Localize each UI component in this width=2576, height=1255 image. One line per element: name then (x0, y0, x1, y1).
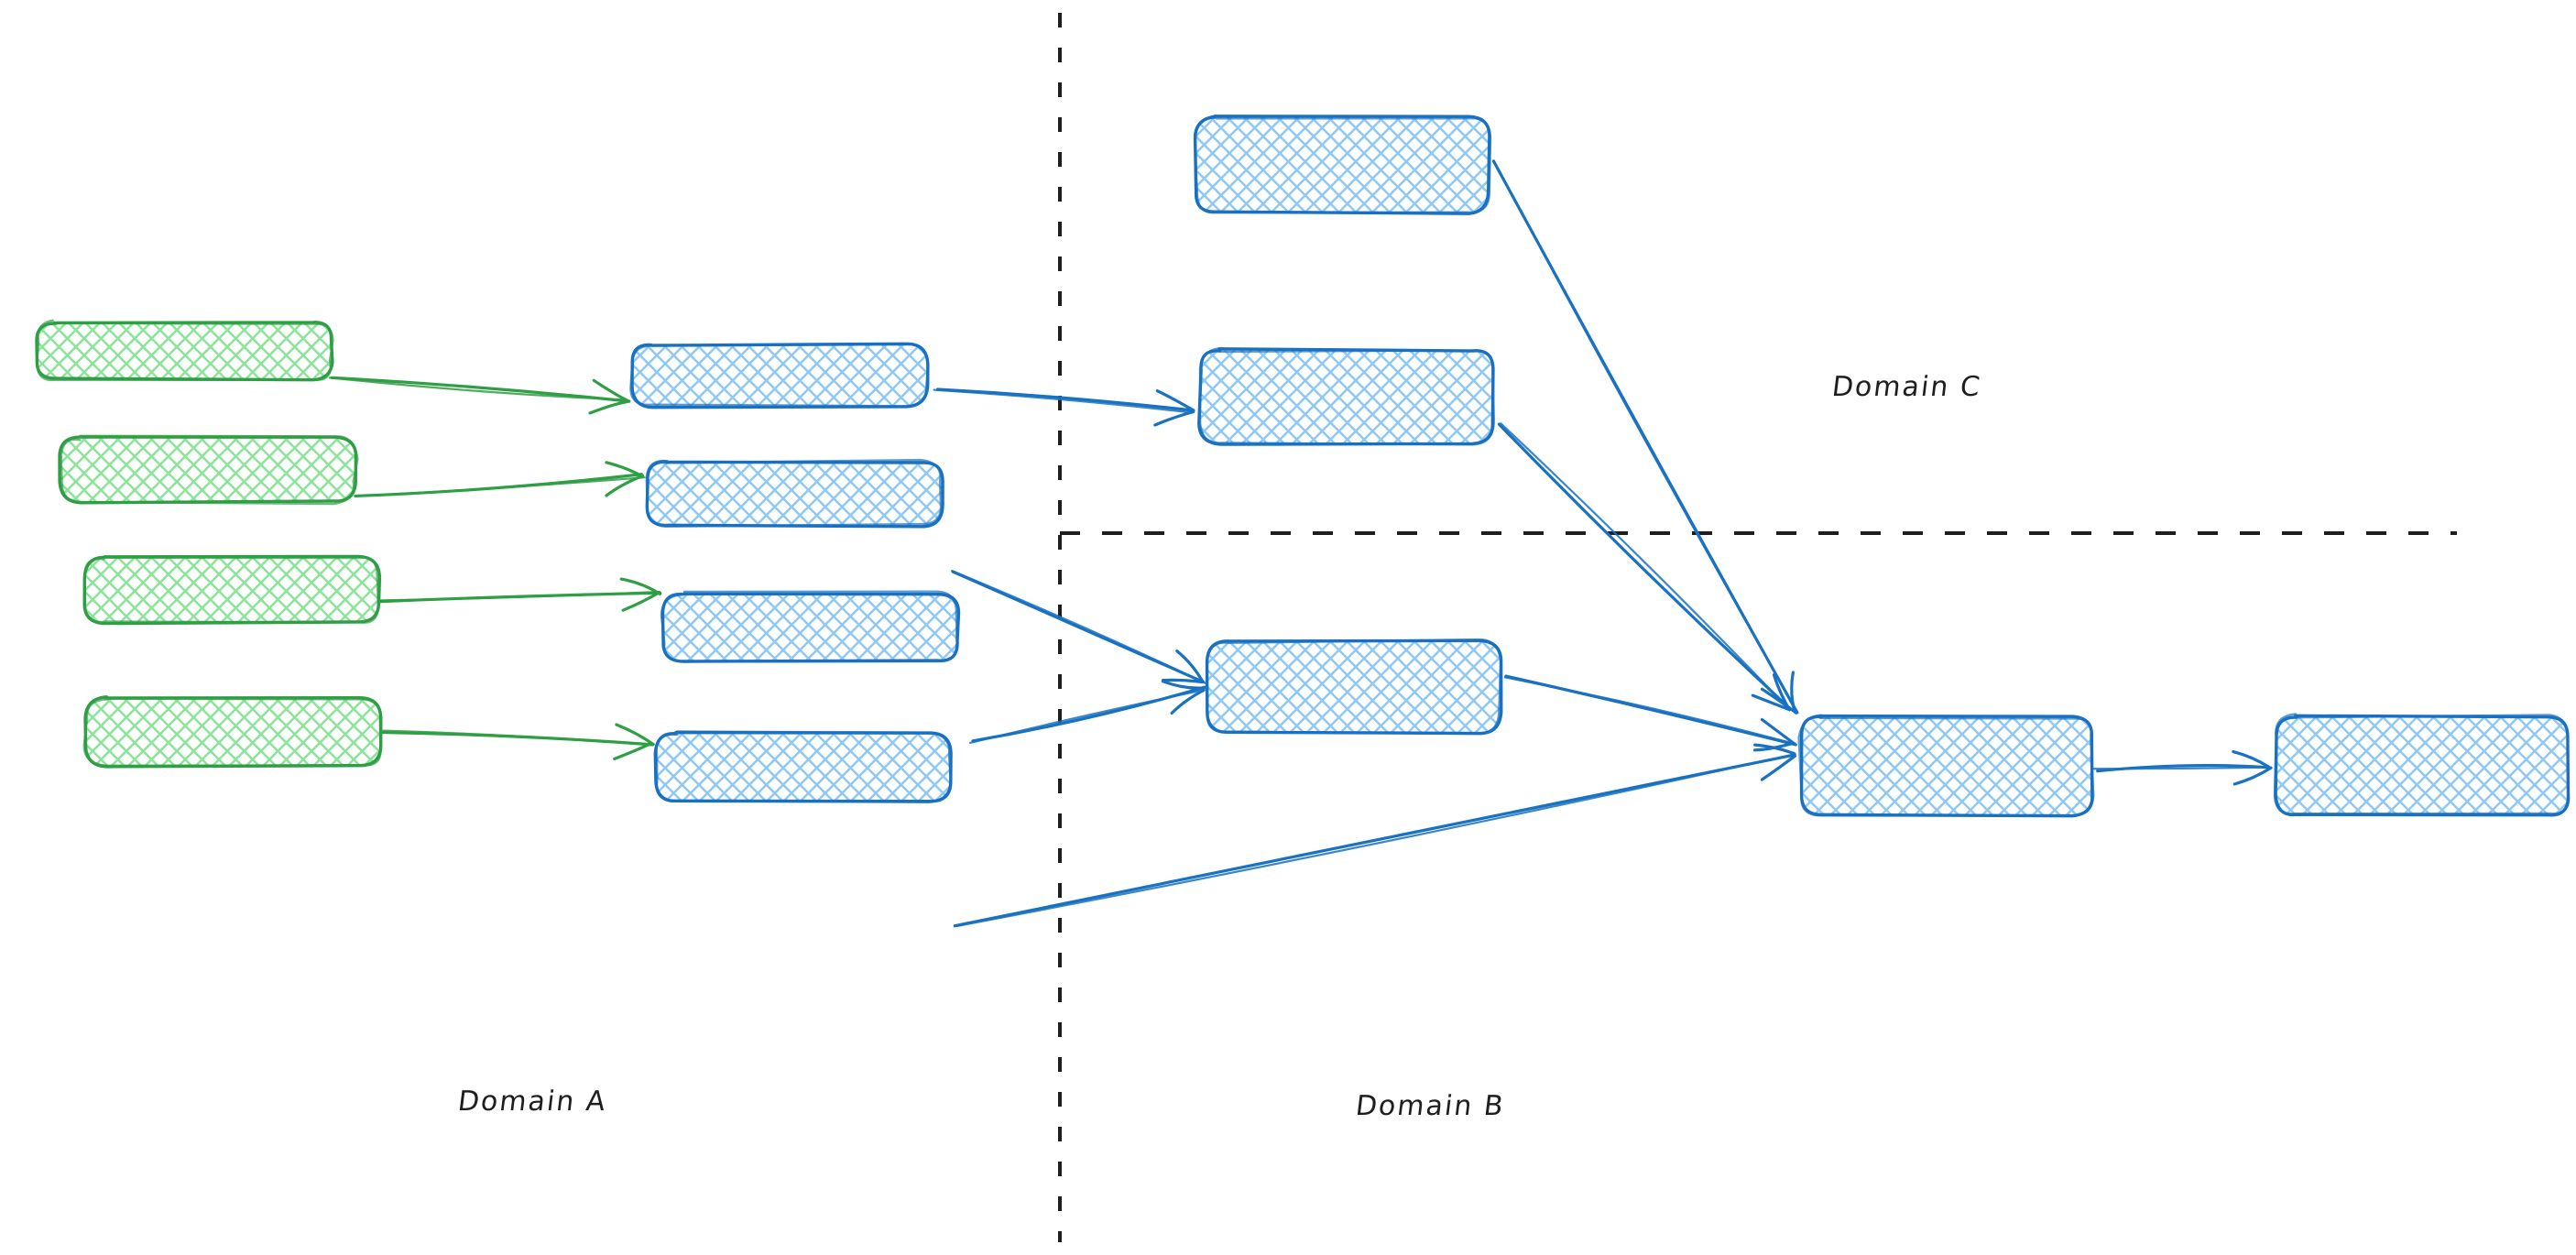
node-b2[interactable] (1197, 346, 1496, 446)
edge-m3-to-b3 (969, 680, 1206, 745)
node-outline (36, 319, 334, 381)
edge-b2-to-c1 (1497, 422, 1793, 712)
node-outline (82, 697, 382, 767)
node-fill (656, 732, 952, 801)
node-b1[interactable] (1193, 115, 1492, 215)
node-outline (645, 458, 943, 529)
node-fill (2276, 716, 2569, 815)
node-fill (85, 697, 382, 767)
edge-m4-to-c1 (953, 743, 1796, 928)
node-outline (1198, 346, 1496, 446)
node-fill (1206, 640, 1501, 734)
edge-c1-to-c2 (2092, 749, 2273, 786)
node-fill (631, 344, 928, 407)
label-domain-a: Domain A (455, 1086, 609, 1118)
arrowhead (1760, 754, 1796, 781)
edge-a3-to-m3 (378, 577, 662, 612)
arrowhead (1772, 673, 1791, 712)
arrowhead (1790, 671, 1796, 714)
arrowhead (592, 378, 630, 403)
arrowhead (588, 399, 629, 415)
node-outline (629, 343, 930, 408)
node-outline (1206, 638, 1502, 736)
node-a2[interactable] (58, 434, 359, 506)
arrowhead (1161, 678, 1205, 684)
arrowhead (621, 591, 661, 612)
edge-a4-to-m4 (381, 723, 655, 760)
node-outline (83, 556, 380, 624)
node-outline (60, 434, 359, 506)
arrowhead (1751, 693, 1791, 712)
node-outline (1797, 714, 2095, 817)
edge-b1-to-c1 (1491, 159, 1799, 715)
arrowhead (2232, 766, 2273, 786)
node-m1[interactable] (629, 342, 930, 409)
arrowhead (1753, 743, 1796, 756)
arrowhead (1170, 688, 1206, 715)
arrowhead (1155, 389, 1195, 412)
arrowhead (605, 461, 644, 478)
node-a4[interactable] (82, 695, 383, 769)
node-outline (1193, 116, 1492, 214)
node-fill (60, 437, 356, 503)
arrowhead (1175, 649, 1205, 683)
node-a1[interactable] (35, 319, 334, 382)
node-a3[interactable] (82, 554, 382, 626)
node-fill (1195, 116, 1490, 213)
node-b3[interactable] (1205, 638, 1503, 736)
edge-group (328, 159, 2273, 928)
node-m4[interactable] (653, 730, 953, 803)
edge-m1-to-b2 (933, 387, 1195, 427)
arrowhead (615, 723, 655, 747)
label-domain-c: Domain C (1829, 371, 1984, 403)
node-fill (646, 461, 943, 526)
node-c1[interactable] (1797, 714, 2095, 818)
arrowhead (1153, 409, 1195, 427)
label-domain-b: Domain B (1353, 1090, 1507, 1122)
node-outline (2273, 713, 2571, 815)
arrowhead (1161, 680, 1206, 690)
arrowhead (605, 474, 645, 497)
node-fill (662, 593, 959, 662)
edge-m2-to-b3 (951, 570, 1207, 684)
node-m3[interactable] (660, 590, 961, 663)
node-group (35, 115, 2571, 818)
node-outline (660, 590, 958, 663)
node-fill (1800, 715, 2093, 816)
node-c2[interactable] (2273, 713, 2571, 817)
node-fill (1200, 349, 1494, 443)
node-fill (36, 322, 333, 379)
node-m2[interactable] (645, 458, 944, 529)
edge-a2-to-m2 (354, 461, 646, 498)
arrowhead (1760, 717, 1796, 746)
node-fill (83, 556, 380, 623)
arrowhead (2232, 749, 2271, 769)
arrowhead (619, 577, 661, 595)
edge-b3-to-c1 (1503, 674, 1797, 752)
edge-a1-to-m1 (328, 376, 631, 415)
arrowhead (613, 741, 653, 760)
node-outline (655, 730, 952, 803)
